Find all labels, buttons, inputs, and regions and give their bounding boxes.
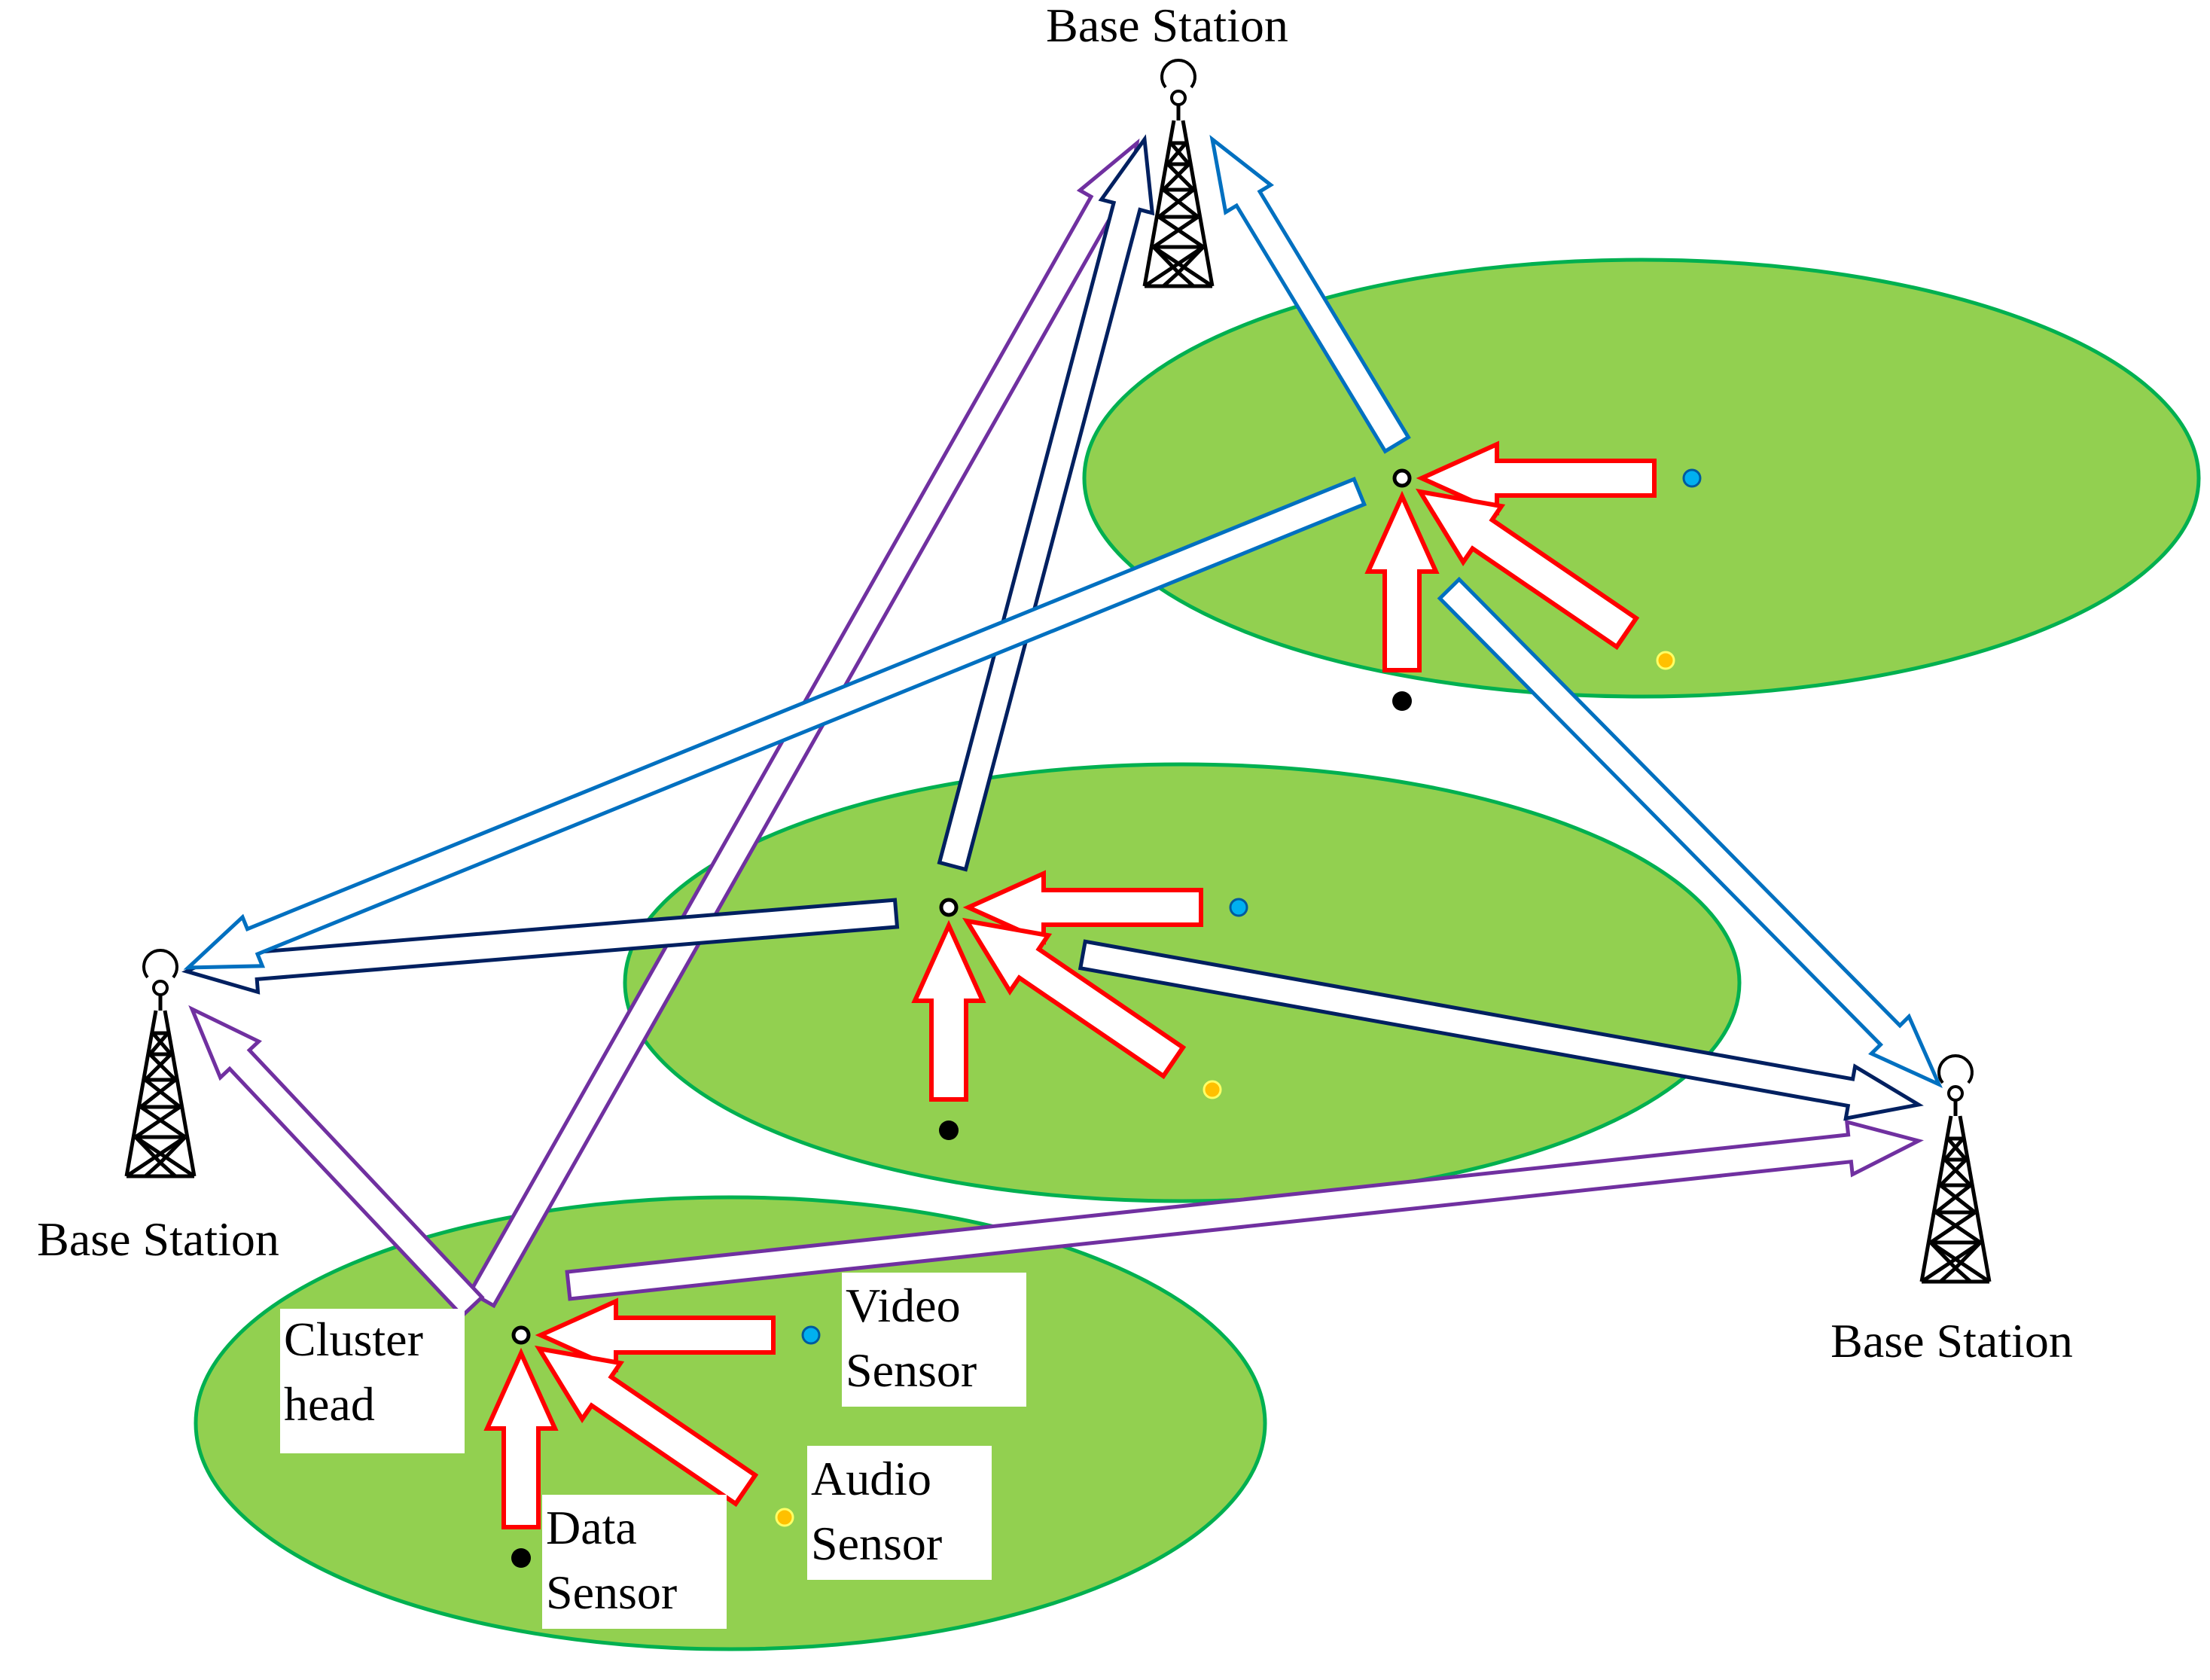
data-to-head-arrow-middle [911,919,986,1102]
link-top-to-left-base [183,477,1367,970]
data-sensor-label-box [542,1495,727,1629]
base-station-right-icon [1922,1056,1989,1282]
link-top-to-top-base [1209,134,1411,454]
audio-to-head-arrow-bottom [534,1345,759,1508]
data-sensor-dot-bottom [511,1548,531,1568]
cluster-head-label-box [280,1309,465,1453]
audio-to-head-arrow-middle [962,917,1187,1080]
audio-sensor-dot-top [1656,651,1675,670]
video-sensor-dot-bottom [801,1325,821,1345]
audio-sensor-dot-bottom [775,1508,794,1527]
audio-sensor-label-box [807,1446,992,1580]
base-station-top-icon [1145,60,1212,286]
video-to-head-arrow-middle [962,870,1203,945]
link-bottom-to-left-base [188,1005,485,1319]
cluster-head-label-line1: Cluster [284,1313,423,1366]
link-middle-to-right-base [1078,939,1924,1121]
video-sensor-dot-top [1682,468,1702,488]
cluster-head-node-top [1392,468,1412,488]
link-bottom-to-right-base [565,1119,1924,1301]
base-station-top-label: Base Station [1046,0,1288,52]
cluster-head-node-bottom [511,1325,531,1345]
audio-sensor-dot-middle [1203,1080,1222,1099]
data-sensor-label-line2: Sensor [546,1566,677,1619]
video-sensor-dot-middle [1229,898,1248,917]
video-sensor-label-box [842,1273,1026,1407]
base-station-right-label: Base Station [1830,1314,2073,1367]
link-middle-to-top-base [937,134,1155,872]
data-to-head-arrow-bottom [483,1347,559,1529]
data-sensor-dot-top [1392,691,1412,711]
video-to-head-arrow-top [1416,441,1657,516]
data-sensor-label-line1: Data [546,1501,637,1554]
cluster-head-node-middle [939,898,959,917]
cluster-head-label-line2: head [284,1377,375,1431]
link-top-to-right-base [1437,576,1943,1089]
video-to-head-arrow-bottom [535,1297,776,1373]
data-to-head-arrow-top [1364,490,1440,672]
base-station-left-icon [127,950,194,1176]
audio-to-head-arrow-top [1415,488,1640,651]
data-sensor-dot-middle [939,1121,959,1140]
base-station-left-label: Base Station [37,1212,279,1266]
video-sensor-label-line1: Video [846,1279,961,1332]
audio-sensor-label-line1: Audio [811,1452,931,1505]
video-sensor-label-line2: Sensor [846,1343,977,1397]
audio-sensor-label-line2: Sensor [811,1517,942,1570]
